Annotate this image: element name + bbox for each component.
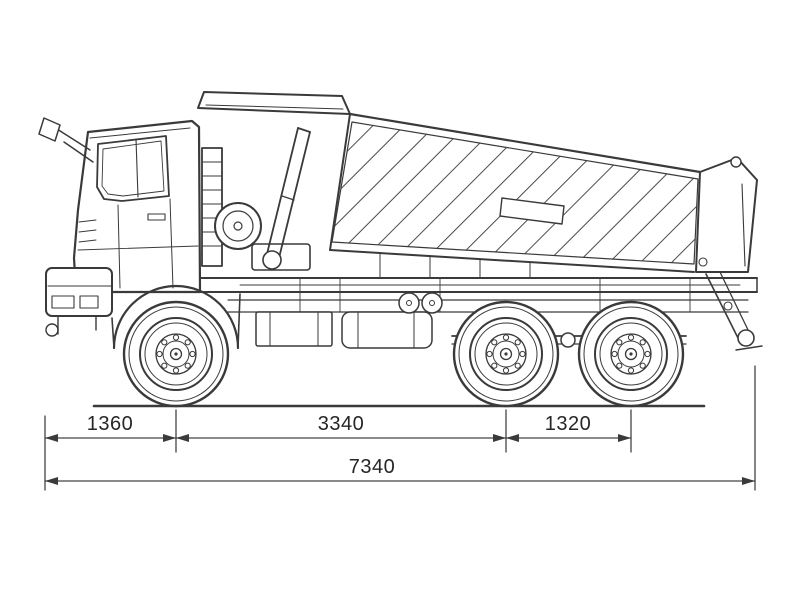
dim-label-wheelbase: 3340 bbox=[318, 413, 365, 435]
chassis-frame bbox=[199, 277, 758, 349]
front-bumper bbox=[45, 267, 113, 337]
door-seam bbox=[169, 198, 174, 289]
dump-bed bbox=[197, 91, 763, 351]
cab bbox=[38, 117, 202, 337]
door-seam bbox=[117, 204, 121, 289]
air-tank bbox=[421, 292, 443, 314]
dim-label-rear-bogie: 1320 bbox=[545, 413, 592, 435]
side-mirror bbox=[38, 117, 94, 163]
cab-window bbox=[96, 135, 170, 202]
rear-wheel-2 bbox=[577, 300, 685, 408]
door-handle bbox=[147, 213, 166, 221]
tailgate bbox=[695, 156, 758, 273]
tow-hook bbox=[45, 323, 59, 337]
battery-box bbox=[255, 311, 333, 347]
front-wheel bbox=[122, 300, 230, 408]
fuel-tank bbox=[341, 311, 433, 349]
rear-wheel-1 bbox=[452, 300, 560, 408]
dimension-arrows bbox=[45, 434, 755, 485]
rear-hitch bbox=[705, 271, 763, 351]
air-intake-stack bbox=[201, 147, 223, 267]
fog-light bbox=[79, 295, 99, 309]
bed-stiffener bbox=[499, 197, 565, 225]
dim-label-front-overhang: 1360 bbox=[87, 413, 134, 435]
air-tank bbox=[398, 292, 420, 314]
air-cleaner bbox=[214, 202, 262, 250]
front-fender bbox=[111, 284, 241, 350]
dimensions bbox=[44, 365, 756, 491]
hydraulic-cylinder bbox=[251, 127, 311, 271]
bed-side-panel bbox=[331, 121, 699, 265]
dim-label-overall-length: 7340 bbox=[349, 456, 396, 478]
headlight bbox=[51, 295, 75, 309]
bed-canopy bbox=[197, 91, 351, 115]
